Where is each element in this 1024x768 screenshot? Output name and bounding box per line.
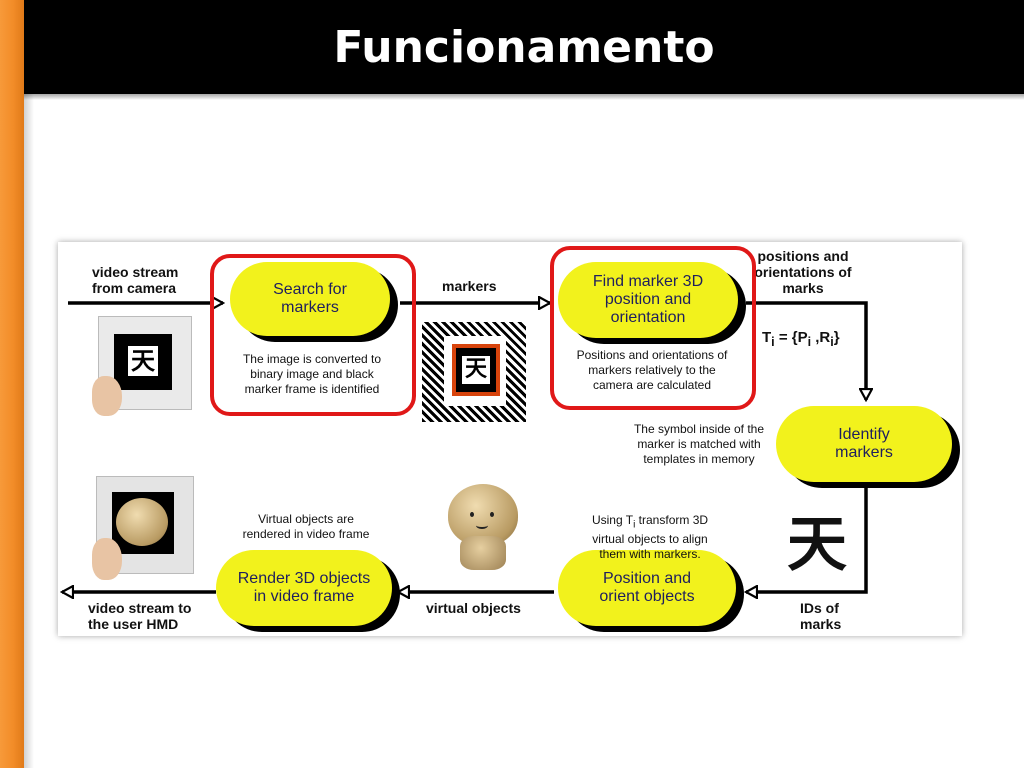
highlight-ring-find [550, 246, 756, 410]
box-search-for-markers: Search for markers [230, 262, 390, 336]
box-render-3d-objects: Render 3D objects in video frame [216, 550, 392, 626]
label-markers: markers [442, 278, 497, 294]
virtual-object-figure [440, 478, 532, 576]
label-transform-formula: Ti = {Pi ,Ri} [762, 329, 840, 350]
label-ids-of-marks: IDs of marks [800, 600, 842, 632]
content-shadow [24, 94, 34, 768]
identified-symbol-glyph: 天 [787, 510, 847, 580]
arrow-ids [746, 486, 868, 592]
note-identify: The symbol inside of the marker is match… [633, 422, 765, 466]
marker-glyph: 天 [128, 346, 158, 376]
slide-title: Funcionamento [333, 22, 715, 73]
orange-side-strip [0, 0, 24, 768]
box-identify-markers: Identify markers [776, 406, 952, 482]
highlight-ring-search [210, 254, 416, 416]
label-virtual-objects: virtual objects [426, 600, 521, 616]
note-search: The image is converted to binary image a… [242, 352, 382, 396]
binary-marker-image: 天 [422, 322, 526, 422]
box-find-marker-3d-position: Find marker 3D position and orientation [558, 262, 738, 338]
flow-connectors [58, 242, 962, 636]
note-position: Using Ti transform 3D virtual objects to… [591, 513, 709, 562]
arrow-positions [746, 301, 866, 400]
rendered-output-photo [92, 474, 196, 582]
binary-marker-glyph: 天 [462, 356, 490, 384]
flow-diagram: video stream from camera markers positio… [58, 242, 962, 636]
camera-marker-photo: 天 [92, 314, 194, 418]
box-position-and-orient-objects: Position and orient objects [558, 550, 736, 626]
label-video-output: video stream to the user HMD [88, 600, 192, 632]
note-render: Virtual objects are rendered in video fr… [242, 512, 370, 541]
title-bar [24, 0, 1024, 100]
label-video-input: video stream from camera [92, 264, 179, 296]
label-positions: positions and orientations of marks [754, 248, 852, 296]
note-find: Positions and orientations of markers re… [576, 348, 728, 392]
